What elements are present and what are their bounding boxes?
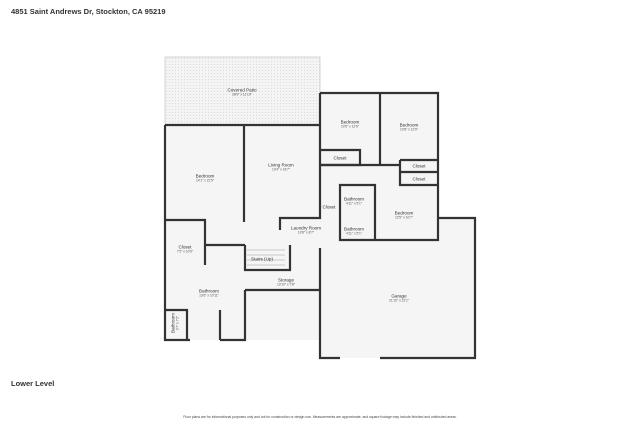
level-label: Lower Level	[11, 379, 55, 388]
patio-area	[164, 56, 321, 126]
room-stairs: Stairs (Up)	[251, 256, 273, 262]
disclaimer: Floor plans are for informational purpos…	[183, 415, 457, 419]
floor-fill	[165, 93, 475, 358]
walls	[163, 91, 477, 360]
room-closet-4: Closet	[322, 204, 336, 210]
stairs	[247, 249, 285, 266]
room-closet-2: Closet	[412, 163, 426, 169]
property-address: 4851 Saint Andrews Dr, Stockton, CA 9521…	[11, 7, 166, 16]
room-closet-1: Closet	[333, 155, 347, 161]
room-closet-3: Closet	[412, 176, 426, 182]
